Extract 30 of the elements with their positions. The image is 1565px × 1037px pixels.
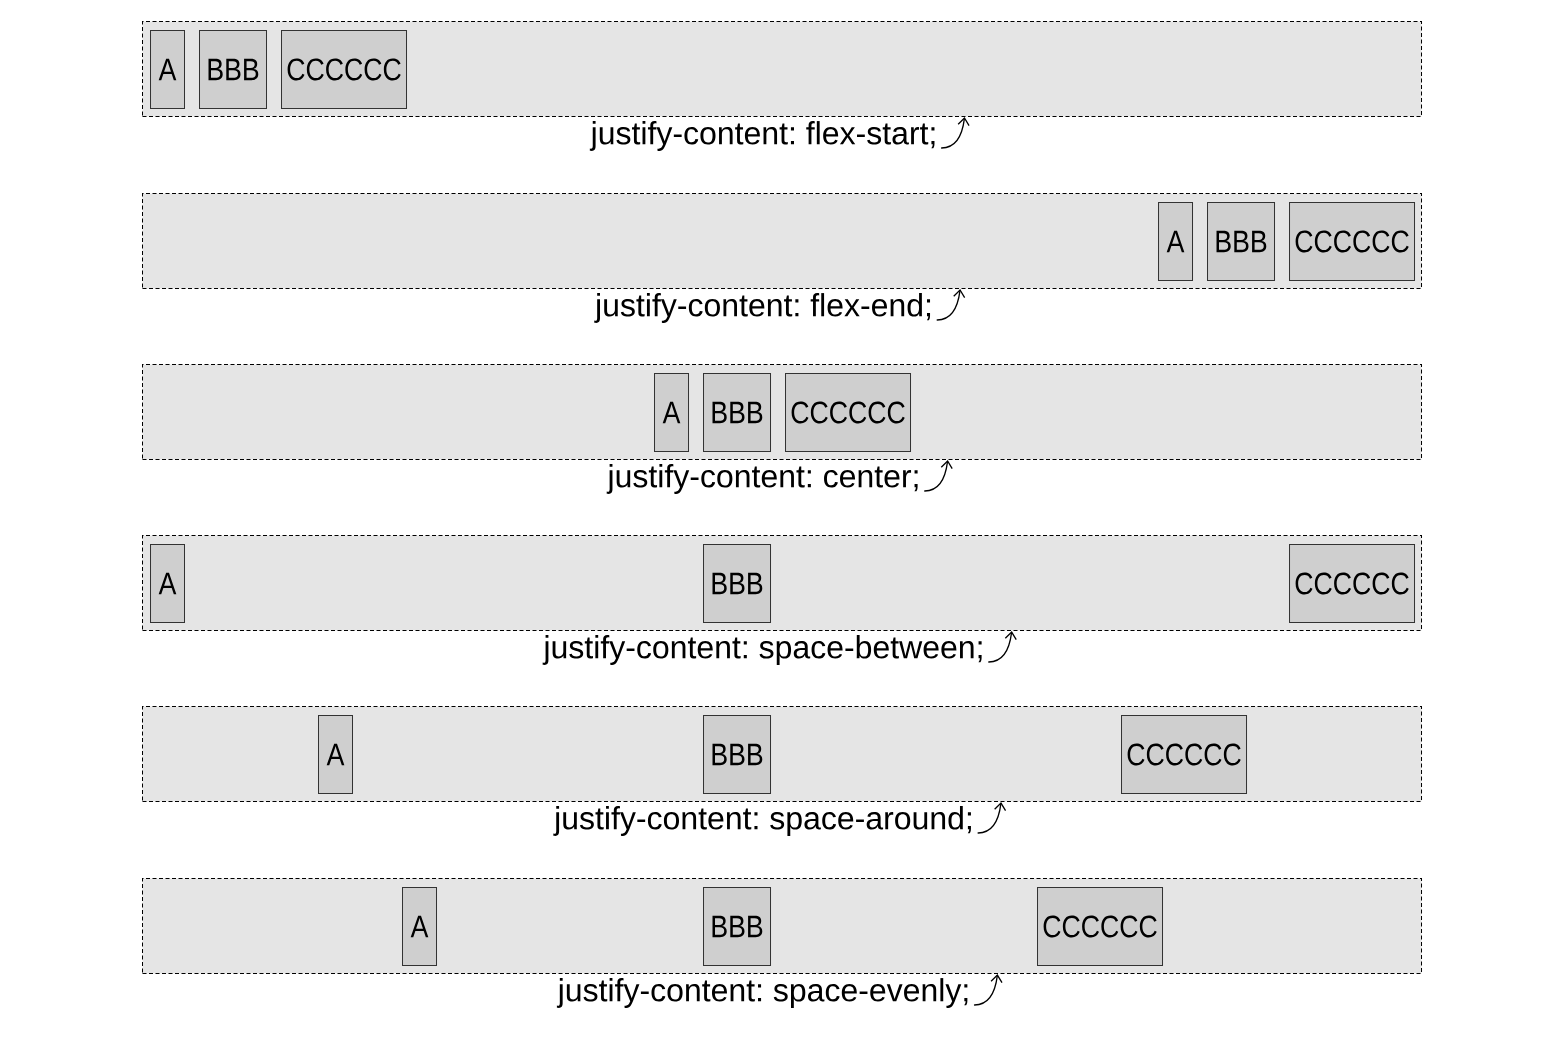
flex-item: CCCCCC (785, 373, 911, 452)
caption: justify-content: space-evenly; (556, 978, 968, 1008)
flex-item: A (1158, 202, 1193, 281)
flex-item: CCCCCC (1121, 715, 1247, 794)
flex-item: A (150, 544, 185, 623)
flex-item: BBB (703, 544, 771, 623)
flex-item: CCCCCC (1289, 544, 1415, 623)
curved-arrow (924, 460, 953, 492)
caption: justify-content: space-around; (553, 806, 971, 836)
flex-item: BBB (703, 715, 771, 794)
curved-arrow (988, 631, 1017, 663)
caption: justify-content: space-between; (542, 635, 982, 665)
caption: justify-content: center; (606, 464, 918, 494)
flex-item: A (150, 30, 185, 109)
flex-item: CCCCCC (1289, 202, 1415, 281)
flex-item: A (654, 373, 689, 452)
caption: justify-content: flex-end; (594, 293, 931, 323)
flex-item: BBB (1207, 202, 1275, 281)
flex-item: A (318, 715, 353, 794)
flex-item: CCCCCC (1037, 887, 1163, 966)
flex-item: CCCCCC (281, 30, 407, 109)
flex-item: BBB (199, 30, 267, 109)
curved-arrow (940, 117, 970, 149)
flex-item: BBB (703, 373, 771, 452)
flex-item: A (402, 887, 437, 966)
curved-arrow (936, 289, 966, 321)
flex-item: BBB (703, 887, 771, 966)
caption: justify-content: flex-start; (589, 121, 935, 151)
curved-arrow (977, 802, 1007, 834)
curved-arrow (973, 974, 1003, 1006)
